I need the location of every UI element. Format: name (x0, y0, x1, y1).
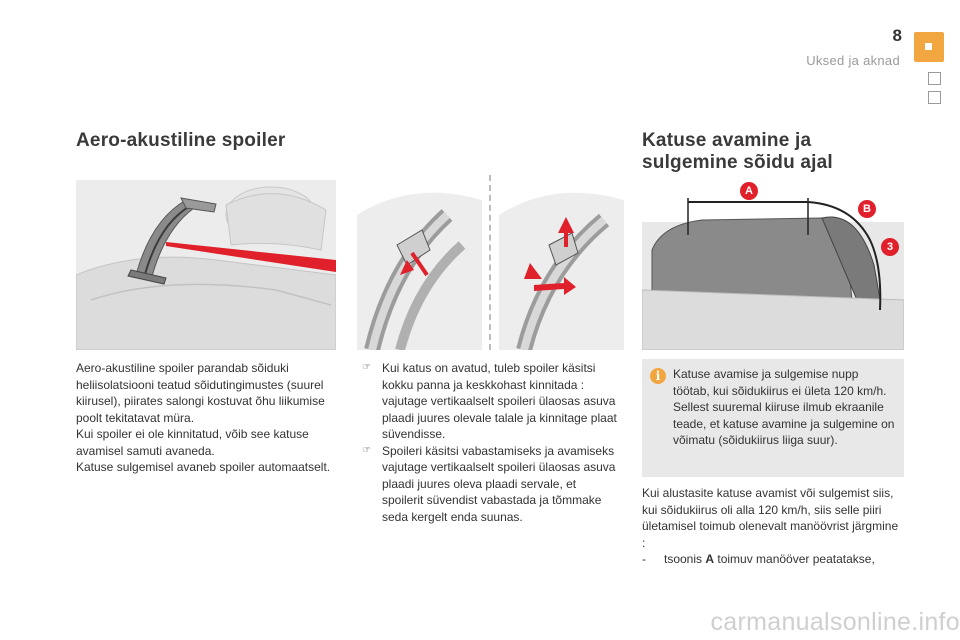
info-box (642, 359, 904, 477)
info-text: Katuse avamise ja sulgemise nupp töötab,… (673, 367, 895, 447)
section-label: Uksed ja aknad (806, 53, 900, 68)
watermark: carmanualsonline.info (710, 608, 960, 636)
spoiler-release-figure (494, 175, 629, 352)
chapter-tab-empty (928, 72, 941, 85)
hand-pointer-icon: ☞ (362, 362, 371, 373)
list-prefix: tsoonis (664, 552, 706, 566)
figure-divider (489, 175, 491, 350)
figure-label-a: A (740, 182, 758, 200)
instruction-text: Kui katus on avatud, tuleb spoiler käsit… (382, 361, 617, 441)
spoiler-car-figure (76, 180, 336, 350)
figure-label-3: 3 (881, 238, 899, 256)
info-icon: i (650, 368, 666, 384)
spoiler-section-title: Aero-akustiline spoiler (76, 130, 286, 151)
chapter-tab-empty (928, 91, 941, 104)
spoiler-fold-figure (352, 175, 487, 352)
spoiler-description: Aero-akustiline spoiler parandab sõiduki… (76, 360, 336, 476)
spoiler-paragraph: Katuse sulgemisel avaneb spoiler automaa… (76, 460, 331, 474)
instruction-item: ☞ Kui katus on avatud, tuleb spoiler käs… (362, 360, 620, 443)
spoiler-paragraph: Kui spoiler ei ole kinnitatud, võib see … (76, 427, 309, 458)
hand-pointer-icon: ☞ (362, 444, 371, 456)
list-suffix: toimuv manööver peatatakse, (714, 552, 875, 566)
spoiler-instructions: ☞ Kui katus on avatud, tuleb spoiler käs… (362, 360, 620, 525)
list-dash: - (642, 552, 646, 566)
roof-body-text: Kui alustasite katuse avamist või sulgem… (642, 486, 899, 550)
zone-label: A (705, 552, 715, 566)
instruction-item: ☞ Spoileri käsitsi vabastamiseks ja avam… (362, 443, 620, 526)
figure-label-b: B (858, 200, 876, 218)
spoiler-paragraph: Aero-akustiline spoiler parandab sõiduki… (76, 361, 325, 425)
roof-opening-figure (641, 180, 905, 351)
page-number: 8 (892, 26, 902, 45)
roof-description: Kui alustasite katuse avamist või sulgem… (642, 485, 904, 568)
instruction-text: Spoileri käsitsi vabastamiseks ja avamis… (382, 443, 616, 524)
roof-list-item: - tsoonis A toimuv manööver peatatakse, (642, 551, 904, 568)
chapter-tab-marker (925, 43, 932, 50)
roof-section-title: Katuse avamine ja sulgemine sõidu ajal (642, 130, 833, 173)
